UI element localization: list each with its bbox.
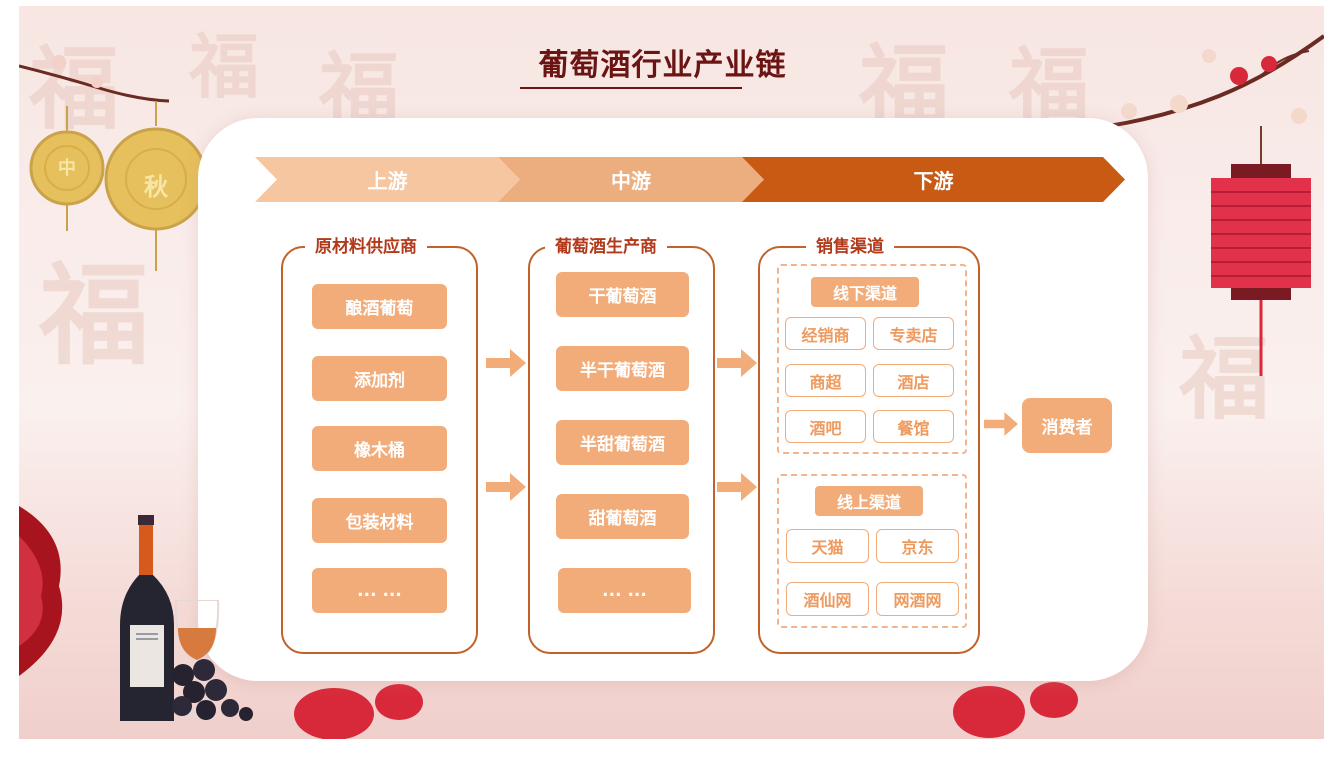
stage-label: 下游 <box>913 169 954 193</box>
background-calligraphy: 福 <box>1009 38 1089 132</box>
lantern-icon <box>953 682 1078 738</box>
upstream-item: ... ... <box>312 568 447 613</box>
offline-channel-item: 经销商 <box>785 317 866 350</box>
mooncake-char: 秋 <box>144 173 168 201</box>
midstream-item: 半甜葡萄酒 <box>556 420 689 465</box>
plum-branch-icon <box>1108 34 1324 128</box>
online-channel-item: 京东 <box>876 529 959 563</box>
background-calligraphy: 福 <box>39 251 149 380</box>
lantern-icon <box>1211 126 1311 376</box>
mooncake-char: 中 <box>58 158 76 179</box>
upstream-item: 包装材料 <box>312 498 447 543</box>
arrow-right-icon <box>486 349 526 377</box>
page-title: 葡萄酒行业产业链 <box>538 48 787 83</box>
online-channels-box <box>777 474 967 628</box>
upstream-item: 橡木桶 <box>312 426 447 471</box>
online-channel-item: 酒仙网 <box>786 582 869 616</box>
wine-bottle-icon <box>120 515 174 721</box>
midstream-title: 葡萄酒生产商 <box>545 232 667 257</box>
upstream-item: 添加剂 <box>312 356 447 401</box>
flower-icon <box>19 506 63 676</box>
arrow-right-icon <box>984 412 1018 436</box>
lantern-icon <box>294 684 423 739</box>
grapes-icon <box>172 659 253 721</box>
online-channel-item: 天猫 <box>786 529 869 563</box>
stage-upstream: 上游 <box>255 157 520 202</box>
stage-label: 上游 <box>367 169 408 193</box>
midstream-item: 甜葡萄酒 <box>556 494 689 539</box>
arrow-right-icon <box>486 473 526 501</box>
midstream-item: 半干葡萄酒 <box>556 346 689 391</box>
offline-channels-box <box>777 264 967 454</box>
offline-channel-item: 餐馆 <box>873 410 954 443</box>
arrow-right-icon <box>717 349 757 377</box>
title-underline <box>520 87 742 89</box>
offline-channels-label: 线下渠道 <box>811 277 919 307</box>
plum-branch-icon <box>19 55 169 103</box>
online-channels-label: 线上渠道 <box>815 486 923 516</box>
offline-channel-item: 专卖店 <box>873 317 954 350</box>
mooncake-icon <box>104 101 208 271</box>
stage-label: 中游 <box>611 169 651 193</box>
offline-channel-item: 酒吧 <box>785 410 866 443</box>
background-calligraphy: 福 <box>189 25 259 108</box>
consumer-node: 消费者 <box>1022 398 1112 453</box>
offline-channel-item: 商超 <box>785 364 866 397</box>
stage-midstream: 中游 <box>498 157 764 202</box>
midstream-item: ... ... <box>558 568 691 613</box>
midstream-item: 干葡萄酒 <box>556 272 689 317</box>
background-calligraphy: 福 <box>1179 326 1269 432</box>
mooncake-icon <box>29 106 105 231</box>
upstream-item: 酿酒葡萄 <box>312 284 447 329</box>
offline-channel-item: 酒店 <box>873 364 954 397</box>
downstream-title: 销售渠道 <box>806 232 894 257</box>
arrow-right-icon <box>717 473 757 501</box>
online-channel-item: 网酒网 <box>876 582 959 616</box>
stage-downstream: 下游 <box>742 157 1125 202</box>
upstream-title: 原材料供应商 <box>305 232 427 257</box>
